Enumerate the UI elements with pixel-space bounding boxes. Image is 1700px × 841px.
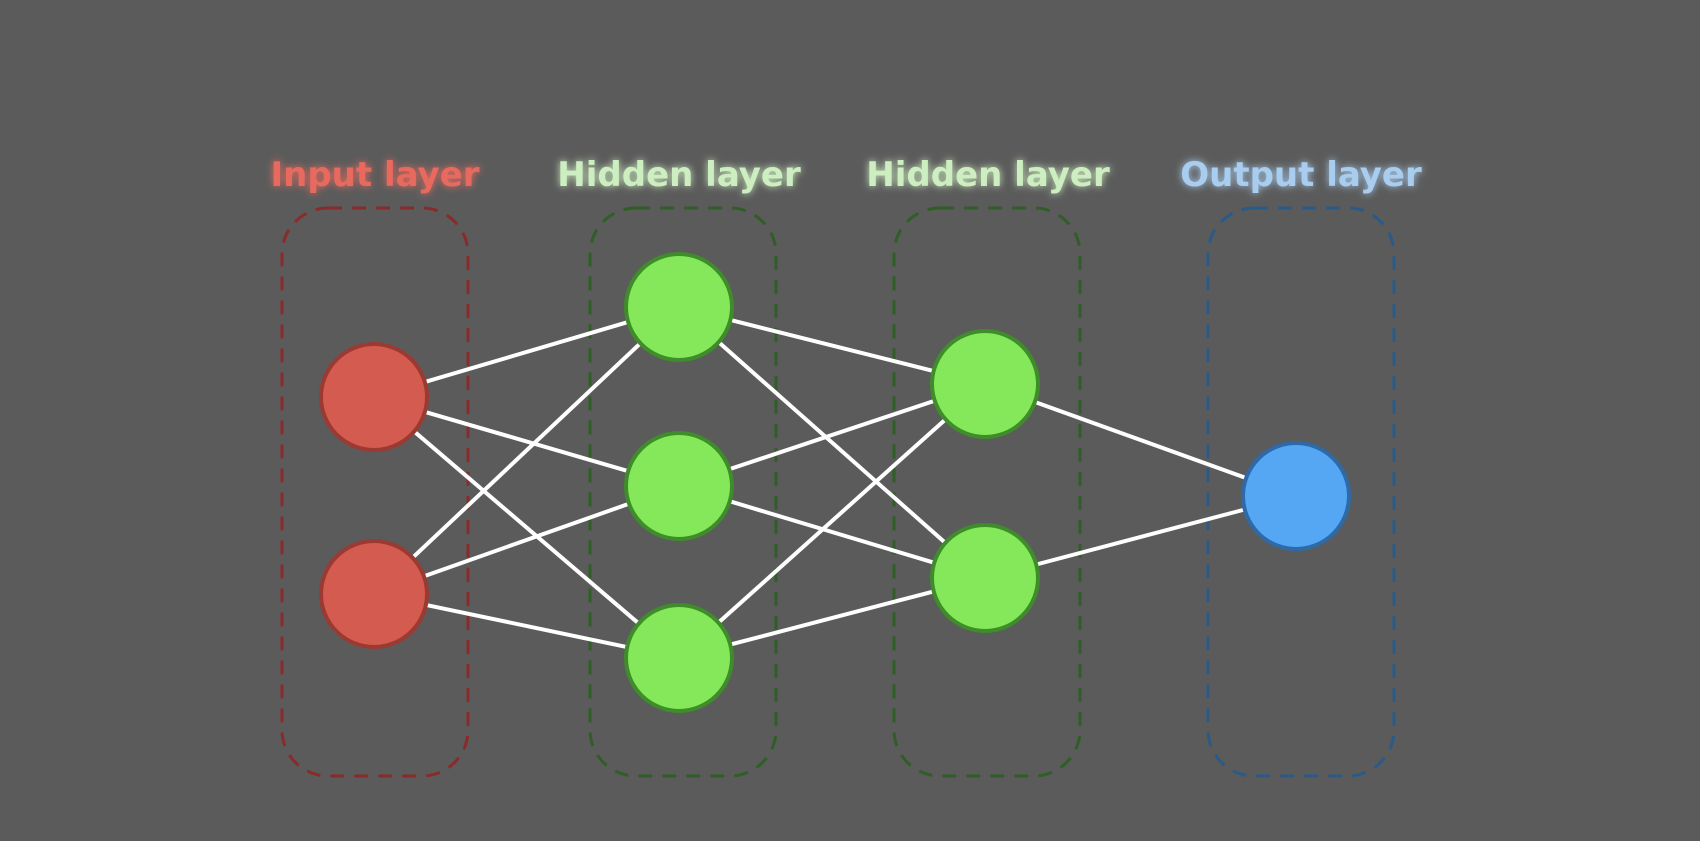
edge-hidden-1-0-to-hidden-2-1: [718, 341, 946, 544]
hidden-1-node-1: [624, 252, 734, 362]
output-node-1: [1241, 441, 1351, 551]
edge-input-0-to-hidden-1-2: [413, 430, 640, 625]
input-node-1: [319, 342, 429, 452]
input-layer-label: Input layer: [270, 155, 479, 195]
edge-input-0-to-hidden-1-0: [424, 320, 629, 384]
edge-hidden-1-0-to-hidden-2-0: [730, 318, 934, 373]
edge-input-0-to-hidden-1-1: [424, 410, 629, 473]
connections: [412, 318, 1247, 649]
edge-hidden-2-1-to-output-0: [1036, 508, 1245, 566]
edge-input-1-to-hidden-1-1: [423, 502, 630, 578]
hidden-layer-2-label: Hidden layer: [866, 155, 1110, 195]
edge-input-1-to-hidden-1-2: [425, 603, 628, 649]
edge-hidden-1-2-to-hidden-2-0: [718, 418, 946, 624]
edge-input-1-to-hidden-1-0: [412, 342, 641, 559]
edge-hidden-1-1-to-hidden-2-0: [729, 399, 935, 471]
input-node-2: [319, 539, 429, 649]
edge-hidden-1-1-to-hidden-2-1: [729, 499, 935, 565]
edge-hidden-1-2-to-hidden-2-1: [730, 589, 934, 647]
output-layer-label: Output layer: [1180, 155, 1422, 195]
edge-hidden-2-0-to-output-0: [1034, 400, 1247, 480]
input-layer-box: [280, 206, 470, 778]
hidden-layer-2-box: [892, 206, 1082, 778]
hidden-2-node-2: [930, 523, 1040, 633]
layer-boxes: [280, 206, 1396, 778]
hidden-1-node-2: [624, 431, 734, 541]
hidden-layer-1-label: Hidden layer: [557, 155, 801, 195]
neurons: [319, 252, 1351, 713]
hidden-2-node-1: [930, 329, 1040, 439]
layer-labels: Input layer Hidden layer Hidden layer Ou…: [270, 155, 1422, 195]
hidden-1-node-3: [624, 603, 734, 713]
